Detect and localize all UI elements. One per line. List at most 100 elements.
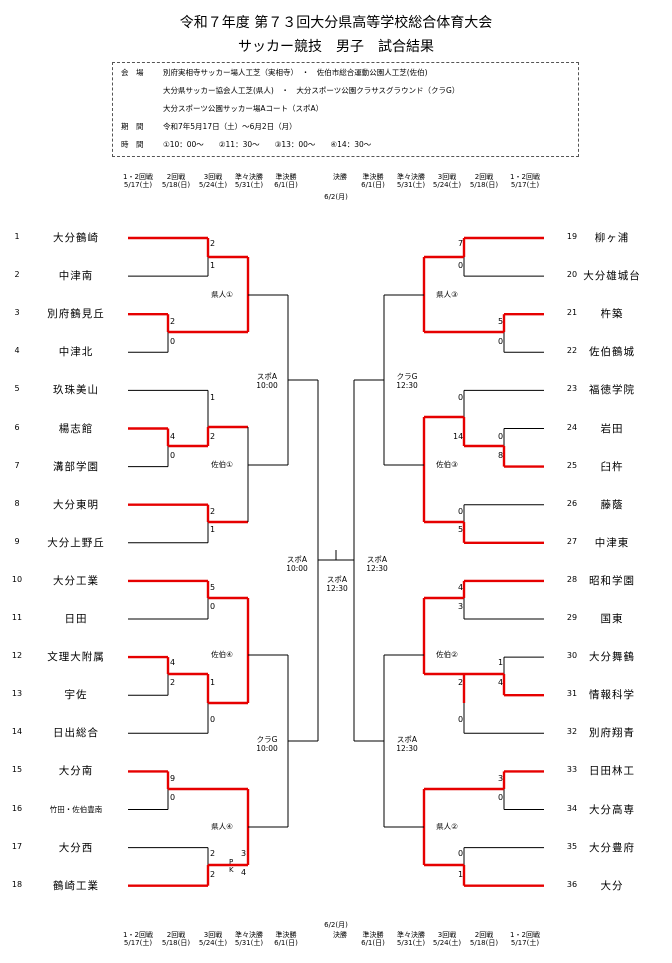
left-team-number: 6 <box>14 422 20 432</box>
right-team-name: 日田林工 <box>589 765 635 778</box>
venue-label: 県人① <box>211 290 233 299</box>
round-name: 準決勝 <box>275 931 297 939</box>
round-name: 1・2回戦 <box>510 173 540 181</box>
right-team-name: 杵築 <box>600 308 624 321</box>
venue-line-1: 別府実相寺サッカー場人工芝（実相寺） ・ 佐伯市総合運動公園人工芝(佐伯) <box>163 68 428 77</box>
round-date: 6/1(日) <box>361 939 385 947</box>
venue-label: 県人② <box>436 822 458 831</box>
match-score: 4 <box>498 678 504 687</box>
right-team-number: 22 <box>566 346 578 356</box>
round-date: 5/17(土) <box>123 939 153 947</box>
round-header: 決勝 <box>318 931 362 939</box>
match-score: 1 <box>458 870 464 879</box>
left-team-number: 16 <box>11 803 23 813</box>
right-team-name: 佐伯鶴城 <box>589 346 635 359</box>
match-score: 1 <box>210 678 216 687</box>
left-team-name: 溝部学園 <box>53 460 99 473</box>
left-team-name: 宇佐 <box>64 689 88 702</box>
round-date: 5/31(土) <box>396 939 426 947</box>
round-date: 5/24(土) <box>432 181 462 189</box>
left-team-name: 大分南 <box>58 765 94 778</box>
venue-label: 佐伯② <box>436 650 458 659</box>
right-team-number: 21 <box>566 308 578 318</box>
left-team-name: 日出総合 <box>53 727 99 740</box>
venue-label: 佐伯③ <box>436 460 458 469</box>
match-score: 2 <box>210 432 216 441</box>
round-date: 5/18(日) <box>469 181 499 189</box>
venue-label: 県人③ <box>436 290 458 299</box>
round-date: 6/1(日) <box>274 181 298 189</box>
round-date: 5/17(土) <box>510 181 540 189</box>
match-score: 0 <box>458 507 464 516</box>
left-team-name: 中津北 <box>58 346 94 359</box>
right-team-name: 福徳学院 <box>589 384 635 397</box>
page-title: 令和７年度 第７３回大分県高等学校総合体育大会 <box>179 15 493 31</box>
left-team-number: 2 <box>14 270 20 280</box>
left-team-name: 中津南 <box>58 270 94 283</box>
right-team-number: 20 <box>566 270 578 280</box>
right-team-name: 昭和学園 <box>589 574 635 587</box>
round-name: 1・2回戦 <box>510 931 540 939</box>
left-team-number: 8 <box>14 498 20 508</box>
left-team-name: 日田 <box>64 613 88 625</box>
right-team-number: 31 <box>566 689 578 699</box>
right-team-number: 35 <box>566 841 578 851</box>
match-score: 9 <box>170 774 176 783</box>
match-score: 5 <box>458 525 464 534</box>
round-name: 2回戦 <box>166 173 186 181</box>
venue-label: スポA 10:00 <box>286 555 308 573</box>
right-team-number: 36 <box>566 879 578 889</box>
round-date: 5/17(土) <box>510 939 540 947</box>
round-name: 3回戦 <box>203 931 223 939</box>
match-score: 5 <box>210 583 216 592</box>
match-score: 5 <box>498 317 504 326</box>
round-name: 3回戦 <box>437 931 457 939</box>
match-score: 4 <box>241 868 247 877</box>
venue-line-2: 大分県サッカー協会人工芝(県人) ・ 大分スポーツ公園クラサスグラウンド（クラG… <box>163 86 460 95</box>
match-score: 2 <box>458 678 464 687</box>
left-team-name: 大分東明 <box>53 498 99 511</box>
time-value: ①10：00～ ②11：30～ ③13：00～ ④14：30～ <box>163 140 372 149</box>
match-score: 1 <box>210 525 216 534</box>
left-team-name: 竹田・佐伯豊南 <box>49 804 103 814</box>
round-date: 6/1(日) <box>361 181 385 189</box>
right-team-name: 別府翔青 <box>589 727 635 740</box>
left-team-number: 3 <box>14 308 20 318</box>
left-team-number: 14 <box>11 727 23 737</box>
page-subtitle: サッカー競技 男子 試合結果 <box>238 39 434 55</box>
match-score: 0 <box>210 715 216 724</box>
info-box: 会 場 別府実相寺サッカー場人工芝（実相寺） ・ 佐伯市総合運動公園人工芝(佐伯… <box>112 62 579 157</box>
right-team-name: 大分高専 <box>589 803 635 816</box>
match-score: 4 <box>170 658 176 667</box>
match-score: 4 <box>170 432 176 441</box>
pk-label: P K <box>229 858 234 874</box>
final-date-bottom: 6/2(月) <box>324 921 348 929</box>
left-team-name: 楊志館 <box>58 422 94 435</box>
right-team-name: 国東 <box>600 613 624 625</box>
left-team-name: 鶴崎工業 <box>53 879 99 892</box>
left-team-name: 大分西 <box>58 841 94 854</box>
right-team-name: 藤蔭 <box>600 498 624 511</box>
right-team-name: 大分雄城台 <box>583 270 641 283</box>
left-team-number: 7 <box>14 460 20 470</box>
match-score: 0 <box>458 849 464 858</box>
right-team-name: 中津東 <box>594 536 630 549</box>
round-name: 決勝 <box>333 173 347 181</box>
match-score: 2 <box>170 678 176 687</box>
match-score: 2 <box>210 870 216 879</box>
left-team-name: 別府鶴見丘 <box>47 308 105 321</box>
